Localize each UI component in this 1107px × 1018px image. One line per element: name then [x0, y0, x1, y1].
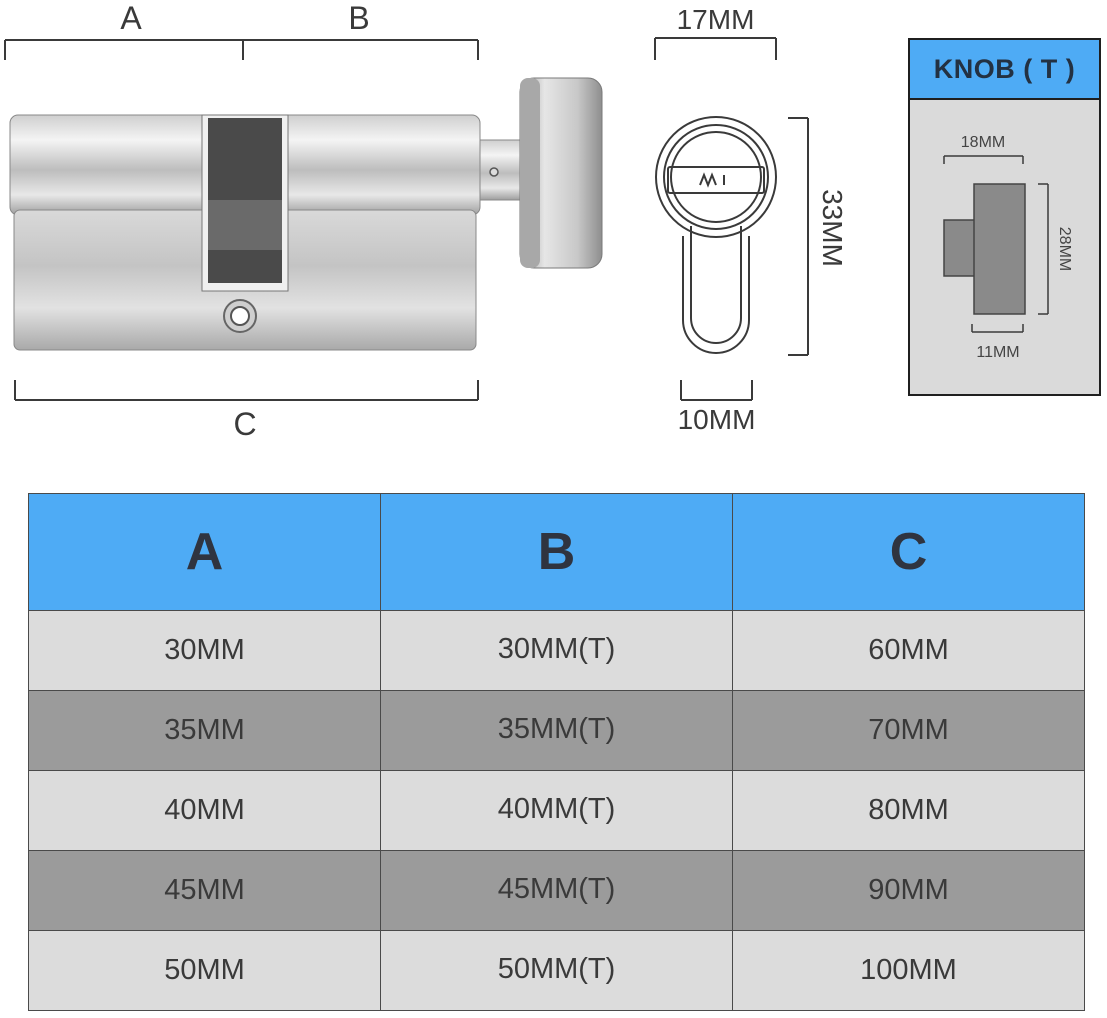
lock-cylinder-diagram	[4, 37, 809, 401]
size-table: A B C 30MM 30MM(T) 60MM 35MM 35MM(T) 70M…	[28, 493, 1085, 1011]
table-row: 45MM 45MM(T) 90MM	[28, 850, 1085, 931]
dimension-bracket-17mm	[654, 37, 777, 60]
cylinder-body	[9, 114, 523, 351]
cell-a: 50MM	[28, 930, 381, 1011]
cell-a: 35MM	[28, 690, 381, 771]
cell-a: 30MM	[28, 610, 381, 691]
thumb-turn-knob	[519, 77, 603, 269]
dimension-bracket-ab	[4, 39, 479, 60]
dimension-bracket-c	[14, 380, 479, 401]
cell-c: 80MM	[732, 770, 1085, 851]
label-width-17mm: 17MM	[676, 4, 755, 35]
label-width-10mm: 10MM	[677, 404, 756, 435]
knob-title: KNOB ( T )	[910, 40, 1099, 100]
label-b: B	[348, 0, 370, 36]
header-a: A	[28, 493, 381, 611]
knob-dim-28mm: 28MM	[1056, 226, 1073, 272]
table-header-row: A B C	[28, 493, 1085, 611]
cell-c: 100MM	[732, 930, 1085, 1011]
cell-b: 40MM(T)	[380, 770, 733, 851]
table-row: 40MM 40MM(T) 80MM	[28, 770, 1085, 851]
cell-c: 60MM	[732, 610, 1085, 691]
cylinder-profile	[655, 116, 777, 354]
label-c: C	[233, 406, 257, 442]
header-b: B	[380, 493, 733, 611]
table-row: 50MM 50MM(T) 100MM	[28, 930, 1085, 1011]
label-height-33mm: 33MM	[817, 189, 848, 267]
cell-c: 70MM	[732, 690, 1085, 771]
dimension-bracket-33mm	[788, 117, 809, 356]
header-c: C	[732, 493, 1085, 611]
table-row: 35MM 35MM(T) 70MM	[28, 690, 1085, 771]
cell-b: 45MM(T)	[380, 850, 733, 931]
dimension-bracket-10mm	[680, 380, 753, 401]
knob-dimension-drawing	[943, 155, 1049, 333]
table-row: 30MM 30MM(T) 60MM	[28, 610, 1085, 691]
cell-c: 90MM	[732, 850, 1085, 931]
knob-detail-box: KNOB ( T ) 18MM 28MM 11MM	[908, 38, 1101, 396]
cell-a: 40MM	[28, 770, 381, 851]
cell-b: 35MM(T)	[380, 690, 733, 771]
knob-dim-11mm: 11MM	[976, 344, 1020, 361]
label-a: A	[120, 0, 142, 36]
knob-dim-18mm: 18MM	[960, 134, 1006, 151]
cell-a: 45MM	[28, 850, 381, 931]
cell-b: 30MM(T)	[380, 610, 733, 691]
cell-b: 50MM(T)	[380, 930, 733, 1011]
